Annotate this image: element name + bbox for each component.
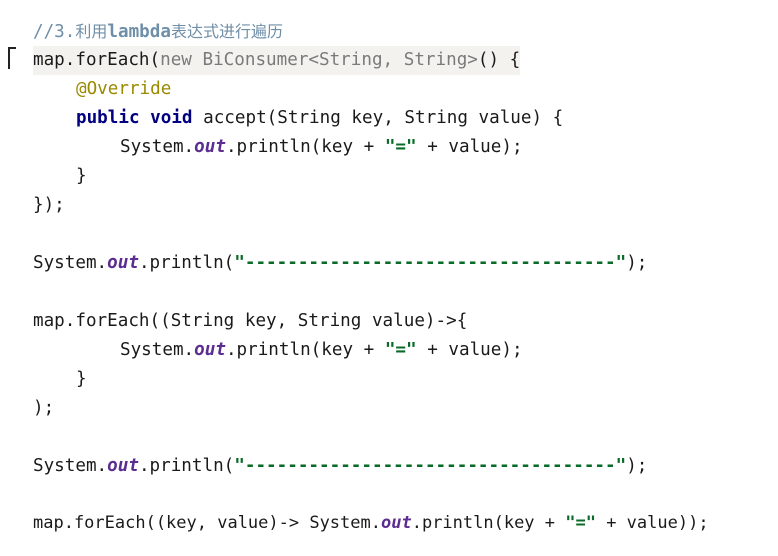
code-token: System. (33, 456, 108, 476)
comment-lambda: lambda (107, 22, 171, 42)
type-biconsumer: BiConsumer<String, String> (202, 50, 478, 70)
code-token: ); (626, 456, 648, 476)
code-token: ); (626, 253, 648, 273)
code-line-8: System.out.println("--------------------… (33, 249, 647, 278)
code-line-2: map.forEach(new BiConsumer<String, Strin… (33, 46, 521, 75)
code-token: System. (120, 137, 195, 157)
keyword-public-void: public void (76, 108, 193, 128)
string-literal: "=" (565, 513, 596, 533)
code-line-9: map.forEach((String key, String value)->… (33, 307, 467, 336)
code-token: ); (33, 398, 55, 418)
code-token: accept(String key, String value) { (192, 108, 564, 128)
field-out: out (107, 253, 139, 273)
code-line-1: //3.利用lambda表达式进行遍历 (33, 17, 283, 46)
code-token: + value); (416, 340, 523, 360)
code-token: map.forEach((key, value)-> System. (33, 513, 381, 533)
comment-prefix: //3. (33, 22, 76, 42)
code-token: .println(key + (225, 340, 385, 360)
code-line-5: System.out.println(key + "=" + value); (120, 133, 523, 162)
code-token: }); (33, 195, 65, 215)
string-literal: "=" (384, 340, 417, 360)
annotation-override: @Override (76, 79, 172, 99)
code-line-12: ); (33, 394, 54, 423)
code-token: map.forEach((String key, String value)->… (33, 311, 468, 331)
code-token: System. (120, 340, 195, 360)
code-line-3: @Override (76, 75, 171, 104)
code-token: .println(key + (225, 137, 385, 157)
code-token: } (76, 166, 87, 186)
code-line-13: System.out.println("--------------------… (33, 452, 647, 481)
comment-zh-a: 利用 (75, 22, 108, 41)
field-out: out (194, 340, 226, 360)
code-token: } (76, 369, 87, 389)
field-out: out (107, 456, 139, 476)
code-line-6: } (76, 162, 87, 191)
code-token: .println( (138, 456, 235, 476)
text-cursor-marker (8, 47, 16, 69)
field-out: out (194, 137, 226, 157)
code-line-10: System.out.println(key + "=" + value); (120, 336, 523, 365)
code-line-4: public void accept(String key, String va… (76, 104, 563, 133)
code-token: .println( (138, 253, 235, 273)
code-token: map.forEach( (33, 50, 161, 70)
field-out: out (381, 513, 412, 533)
code-line-7: }); (33, 191, 65, 220)
keyword-new: new (160, 50, 203, 70)
code-token: + value); (416, 137, 523, 157)
code-line-11: } (76, 365, 87, 394)
code-token: .println(key + (411, 513, 566, 533)
comment-zh-b: 表达式进行遍历 (170, 22, 283, 41)
code-token: System. (33, 253, 108, 273)
code-token: + value)); (595, 513, 709, 533)
string-literal: "=" (384, 137, 417, 157)
string-literal: "-----------------------------------" (234, 456, 627, 476)
code-token: () { (477, 50, 521, 70)
code-line-14: map.forEach((key, value)-> System.out.pr… (33, 509, 709, 538)
string-literal: "-----------------------------------" (234, 253, 627, 273)
